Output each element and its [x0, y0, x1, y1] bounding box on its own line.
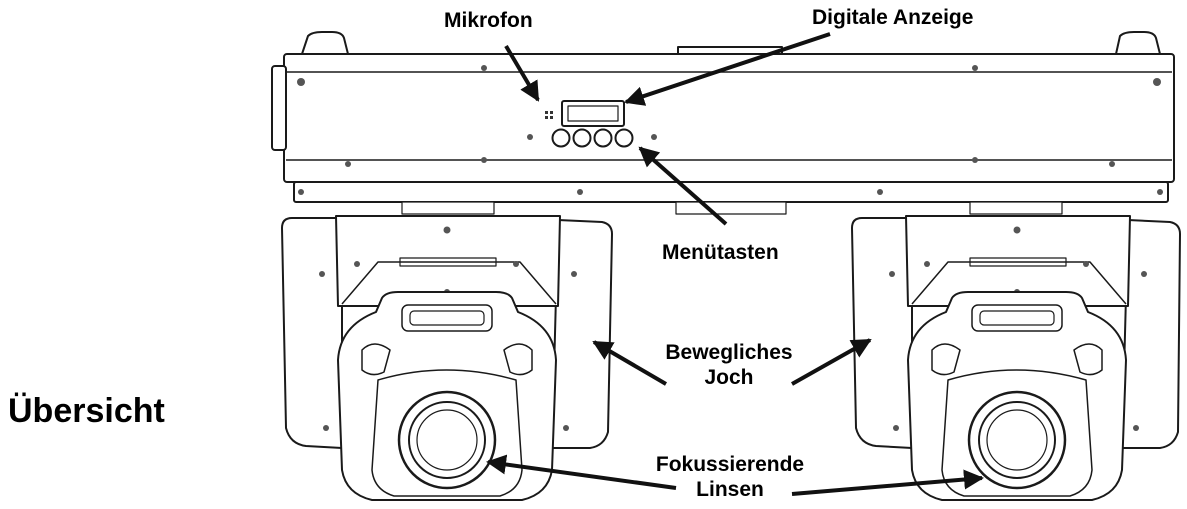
arrow-yoke-left	[592, 340, 668, 386]
menu-button	[593, 128, 613, 148]
moving-head-right	[851, 215, 1181, 501]
yoke-right-body	[905, 215, 1131, 307]
label-microphone: Mikrofon	[444, 9, 533, 32]
yoke-left-arm-right	[551, 219, 613, 449]
label-moving-yoke: Bewegliches Joch	[650, 340, 808, 390]
yoke-right-arm-left	[851, 217, 913, 449]
label-focusing-lenses: Fokussierende Linsen	[640, 452, 820, 502]
label-moving-yoke-line1: Bewegliches	[665, 341, 793, 364]
top-handle-left	[301, 31, 349, 55]
top-handle-right	[1115, 31, 1161, 55]
bar-screws	[297, 65, 1163, 195]
arrow-lens-left	[486, 454, 677, 490]
moving-head-left	[281, 215, 613, 501]
page-title: Übersicht	[8, 392, 165, 430]
label-moving-yoke-line2: Joch	[704, 366, 754, 389]
arrow-yoke-right	[791, 338, 872, 386]
label-menu-buttons: Menütasten	[662, 241, 779, 264]
digital-display	[561, 100, 625, 127]
menu-buttons	[551, 128, 634, 148]
label-digital-display: Digitale Anzeige	[812, 6, 974, 29]
yoke-right-arm-right	[1121, 219, 1181, 449]
microphone	[545, 111, 553, 119]
label-focusing-lenses-line2: Linsen	[696, 478, 764, 501]
label-focusing-lenses-line1: Fokussierende	[655, 453, 805, 476]
base-bar	[271, 53, 1175, 215]
arrow-lens-right	[791, 469, 984, 496]
arrow-display	[624, 32, 831, 106]
yoke-left-body	[335, 215, 561, 307]
menu-button	[572, 128, 592, 148]
arrow-microphone	[504, 44, 540, 102]
yoke-left-arm-left	[281, 217, 343, 449]
menu-button	[551, 128, 571, 148]
arrow-menu-buttons	[638, 146, 728, 226]
menu-button	[614, 128, 634, 148]
